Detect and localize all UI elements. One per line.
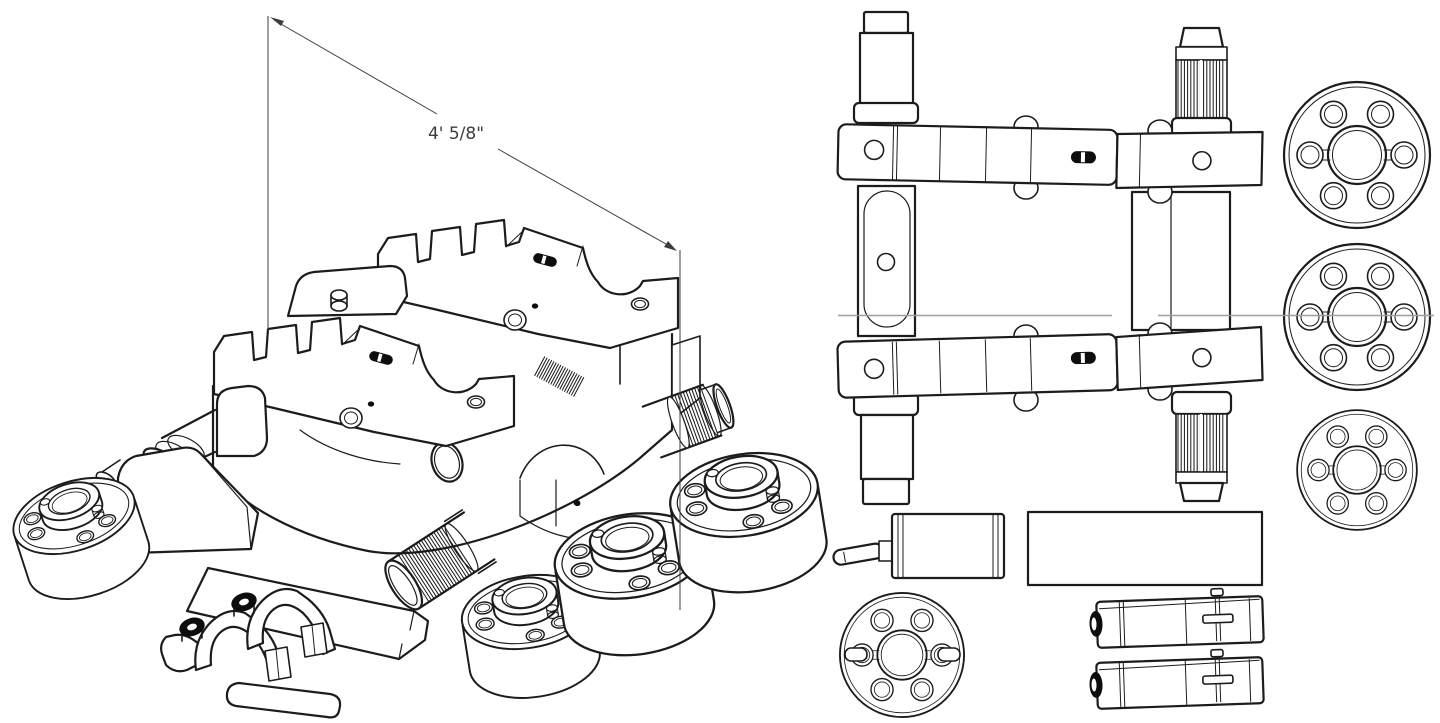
thread-hatch-patch bbox=[534, 356, 585, 397]
saddle-clamp bbox=[160, 587, 342, 719]
knurled-screw bbox=[384, 509, 497, 611]
dimension-label: 4' 5/8" bbox=[428, 124, 484, 144]
dimension-arrowhead bbox=[664, 241, 677, 251]
cover-plate bbox=[1026, 510, 1264, 587]
spring-plunger-left bbox=[844, 647, 868, 662]
cross-bar-top bbox=[836, 123, 1264, 190]
top-plan-view bbox=[832, 10, 1434, 718]
pin-bar-bottom bbox=[1089, 648, 1265, 710]
support-shaft-left bbox=[852, 10, 920, 506]
nut-lobe bbox=[215, 384, 269, 458]
dimension-annotation: 4' 5/8" bbox=[267, 16, 681, 610]
threaded-shaft-right bbox=[1130, 26, 1233, 503]
flange-plan-top bbox=[1282, 80, 1432, 230]
t-pin bbox=[1210, 587, 1224, 597]
toggle-cylinder bbox=[832, 512, 1006, 580]
spring-plunger-right bbox=[937, 647, 961, 662]
isometric-exploded-view: 4' 5/8" bbox=[2, 16, 834, 719]
flange-with-plungers bbox=[839, 592, 965, 718]
toggle-lever bbox=[832, 542, 885, 566]
flange-plan-middle bbox=[1282, 242, 1432, 392]
pivot-boss bbox=[286, 264, 409, 318]
dimension-arrowhead bbox=[270, 17, 284, 26]
t-pin bbox=[1210, 648, 1224, 658]
serrated-jaw-upper bbox=[376, 218, 680, 350]
flanged-hub-iso-3 bbox=[662, 441, 834, 604]
pin-bar-top bbox=[1089, 587, 1265, 649]
knurled-thumb-screw bbox=[641, 383, 735, 459]
cross-bar-bottom bbox=[836, 325, 1264, 399]
flange-plan-bottom bbox=[1296, 409, 1418, 531]
slide-block bbox=[1130, 190, 1232, 332]
